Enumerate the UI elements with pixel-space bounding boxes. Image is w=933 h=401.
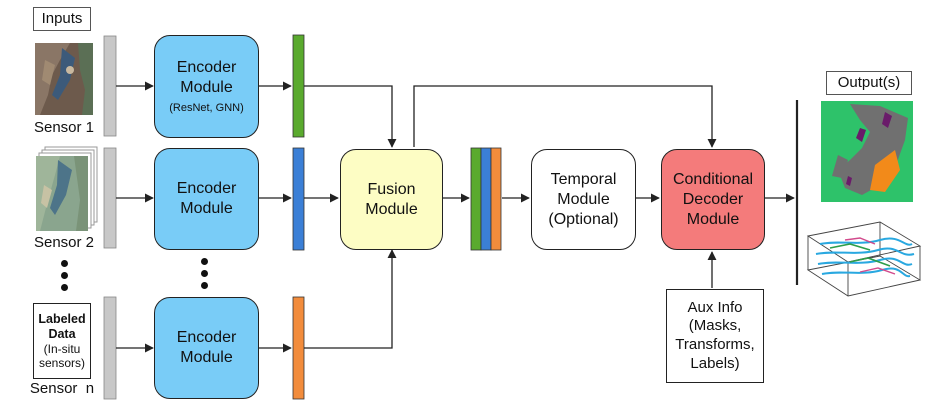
ellipsis-dots-sensors	[61, 260, 69, 296]
input-bar-1	[103, 35, 117, 137]
decoder-line2: Decoder	[682, 190, 744, 208]
encoder-n-line1: Encoder	[176, 329, 237, 346]
aux-info-box: Aux Info (Masks, Transforms, Labels)	[666, 289, 764, 383]
encoder-1-line1: Encoder	[176, 58, 237, 76]
conditional-decoder-module: Conditional Decoder Module	[661, 149, 765, 250]
temporal-line1: Temporal	[550, 170, 617, 188]
arrow-skip-to-decoder	[413, 85, 717, 148]
aux-line1: Aux Info	[687, 298, 743, 316]
satellite-image-icon	[35, 43, 93, 115]
feature-vector-orange	[292, 296, 305, 400]
input-bar-2	[103, 147, 117, 249]
sensor-2-label: Sensor 2	[33, 234, 95, 251]
encoder-2-line1: Encoder	[176, 180, 237, 197]
sensor-n-label: Sensor n	[29, 380, 95, 397]
labeled-data-sub-1: (In-situ	[43, 341, 81, 356]
inputs-title: Inputs	[33, 7, 91, 31]
fusion-module: Fusion Module	[340, 149, 443, 250]
fusion-line2: Module	[365, 200, 418, 218]
encoder-1-line2: Module	[180, 78, 233, 96]
3d-point-cloud-icon	[806, 221, 922, 297]
temporal-line3: (Optional)	[548, 210, 619, 228]
labeled-data-sub-2: sensors)	[38, 356, 85, 370]
temporal-module: Temporal Module (Optional)	[531, 149, 636, 250]
labeled-data-box: Labeled Data (In-situ sensors)	[33, 303, 91, 379]
encoder-2-line2: Module	[180, 200, 233, 217]
temporal-line2: Module	[557, 190, 610, 208]
encoder-module-1: Encoder Module (ResNet, GNN)	[154, 35, 259, 138]
land-cover-map-icon	[821, 101, 913, 202]
decoder-line1: Conditional	[672, 170, 754, 188]
fusion-line1: Fusion	[367, 180, 416, 198]
feature-vector-blue	[292, 147, 305, 251]
aux-line2: (Masks,	[688, 317, 742, 335]
labeled-data-title-1: Labeled	[38, 311, 86, 326]
feature-vector-green	[292, 34, 305, 138]
encoder-1-sub: (ResNet, GNN)	[169, 101, 244, 114]
aux-line4: Labels)	[690, 354, 740, 372]
outputs-title: Output(s)	[826, 71, 912, 95]
labeled-data-title-2: Data	[48, 326, 76, 341]
concatenated-features	[470, 147, 502, 251]
image-stack-icon	[36, 146, 98, 231]
arrow-feature1-fusion	[304, 85, 397, 148]
aux-line3: Transforms,	[675, 336, 755, 353]
arrow-featuren-fusion	[304, 249, 397, 349]
encoder-module-n: Encoder Module	[154, 297, 259, 399]
ellipsis-dots-encoders	[201, 258, 209, 294]
decoder-line3: Module	[686, 210, 740, 228]
encoder-module-2: Encoder Module	[154, 148, 259, 250]
input-bar-n	[103, 296, 117, 400]
encoder-n-line2: Module	[180, 349, 233, 366]
sensor-1-label: Sensor 1	[33, 119, 95, 136]
